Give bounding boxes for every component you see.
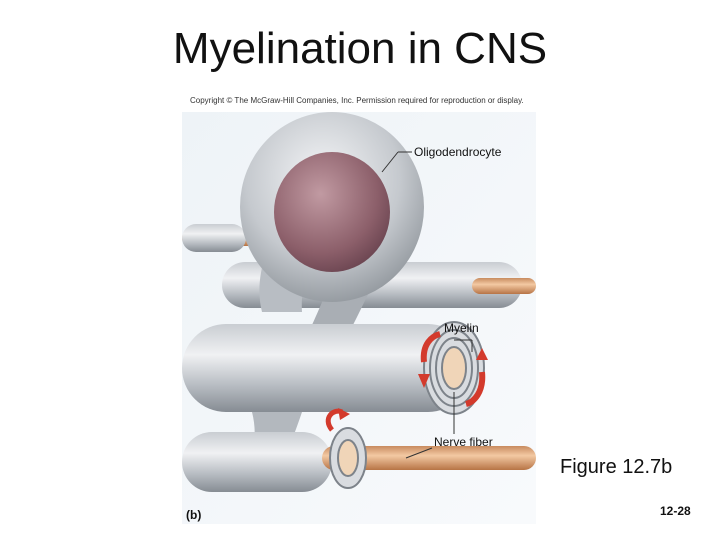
figure-caption: Figure 12.7b xyxy=(560,456,672,479)
slide-number: 12-28 xyxy=(660,504,691,518)
copyright-notice: Copyright © The McGraw-Hill Companies, I… xyxy=(190,96,524,105)
panel-label: (b) xyxy=(186,508,201,522)
myelination-illustration: Oligodendrocyte Myelin Nerve fiber xyxy=(182,112,536,524)
slide-title: Myelination in CNS xyxy=(0,24,720,74)
oligodendrocyte-label: Oligodendrocyte xyxy=(414,145,502,159)
myelination-figure: Oligodendrocyte Myelin Nerve fiber xyxy=(182,112,536,524)
myelin-label: Myelin xyxy=(444,321,479,335)
nerve-fiber-label: Nerve fiber xyxy=(434,435,493,449)
